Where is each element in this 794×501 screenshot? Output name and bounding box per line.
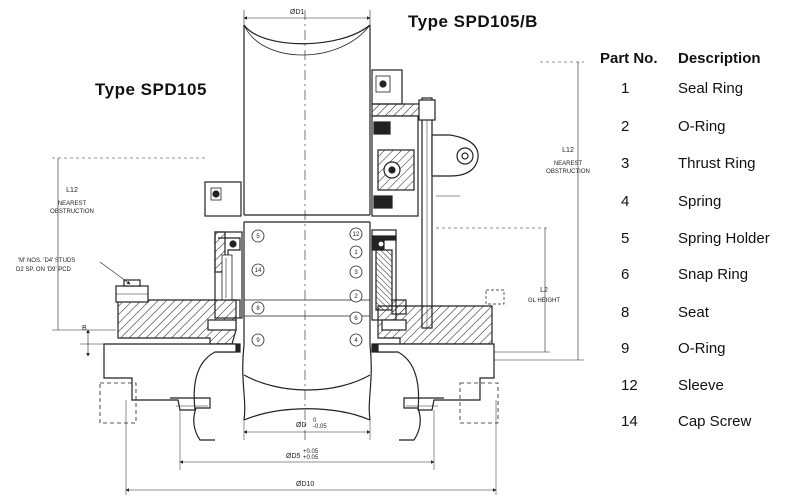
studs-note-line2: D2 SP. ON 'D9' PCD (16, 267, 72, 273)
od5-tol-bottom: +0.05 (303, 455, 319, 461)
part-row: 14 Cap Screw (600, 413, 790, 449)
gland-plate (115, 279, 505, 353)
callout-balloon: 6 (349, 311, 363, 325)
callout-balloon: 3 (349, 265, 363, 279)
part-number: 8 (621, 304, 630, 321)
l12-right-label: L12 (562, 147, 574, 154)
shaft (242, 24, 372, 421)
callout-balloon: 8 (251, 301, 265, 315)
part-row: 3 Thrust Ring (600, 155, 790, 191)
part-description: Snap Ring (678, 266, 749, 283)
part-description: Spring Holder (678, 230, 770, 247)
svg-text:5: 5 (256, 234, 260, 240)
part-row: 6 Snap Ring (600, 266, 790, 302)
svg-text:6: 6 (354, 316, 358, 322)
part-description: O-Ring (678, 118, 726, 135)
part-number: 3 (621, 155, 630, 172)
part-number: 6 (621, 266, 630, 283)
callouts-left: 5 14 8 9 (251, 229, 265, 347)
od-label: ØD (296, 422, 307, 429)
callout-balloon: 9 (251, 333, 265, 347)
part-row: 5 Spring Holder (600, 230, 790, 266)
part-number: 9 (621, 340, 630, 357)
l12-left-label: L12 (66, 187, 78, 194)
callout-balloon: 2 (349, 289, 363, 303)
drive-collar-left (204, 181, 242, 217)
part-description: Seat (678, 304, 709, 321)
callout-balloon: 5 (251, 229, 265, 243)
part-number: 12 (621, 377, 638, 394)
callout-balloon: 4 (349, 333, 363, 347)
part-description: Sleeve (678, 377, 724, 394)
b-label: B (82, 325, 87, 332)
callout-balloon: 12 (349, 227, 363, 241)
type-spd105-title: Type SPD105 (95, 80, 207, 99)
od5-tol-top: +0.05 (303, 449, 319, 455)
obstruction-right: OBSTRUCTION (546, 169, 590, 175)
part-row: 2 O-Ring (600, 118, 790, 154)
seal-cross-section-drawing: 5 14 8 9 12 1 (16, 9, 590, 495)
svg-text:9: 9 (256, 338, 260, 344)
part-number: 4 (621, 193, 630, 210)
svg-text:2: 2 (354, 294, 358, 300)
part-number: 1 (621, 80, 630, 97)
od10-label: ØD10 (296, 481, 314, 488)
dimension-labels: ØD1 ØD 0 -0.05 ØD5 +0.05 +0.05 ØD10 L12 … (16, 9, 590, 488)
part-number: 14 (621, 413, 638, 430)
obstruction-left: OBSTRUCTION (50, 209, 94, 215)
callouts-right: 12 1 3 2 6 4 (349, 227, 363, 347)
seal-chamber (99, 343, 499, 441)
part-row: 12 Sleeve (600, 377, 790, 413)
svg-text:12: 12 (353, 232, 360, 238)
part-row: 9 O-Ring (600, 340, 790, 376)
nearest-left: NEAREST (58, 201, 87, 207)
part-row: 4 Spring (600, 193, 790, 229)
svg-text:8: 8 (256, 306, 260, 312)
svg-text:1: 1 (354, 250, 358, 256)
svg-text:3: 3 (354, 270, 358, 276)
part-description: Cap Screw (678, 413, 752, 430)
svg-text:4: 4 (354, 338, 358, 344)
callout-balloon: 14 (251, 263, 265, 277)
gl-height-label: GL HEIGHT (528, 298, 560, 304)
part-description: Seal Ring (678, 80, 744, 97)
part-number: 2 (621, 118, 630, 135)
part-number: 5 (621, 230, 630, 247)
od-tol-top: 0 (313, 418, 317, 424)
svg-text:14: 14 (255, 268, 262, 274)
part-description: Thrust Ring (678, 155, 756, 172)
callout-balloon: 1 (349, 245, 363, 259)
part-row: 8 Seat (600, 304, 790, 340)
description-header: Description (678, 50, 761, 67)
nearest-right: NEAREST (554, 161, 583, 167)
part-no-header: Part No. (600, 50, 658, 67)
type-spd105b-title: Type SPD105/B (408, 12, 538, 31)
part-description: Spring (678, 193, 722, 210)
od5-label: ØD5 (286, 453, 301, 460)
drive-collar-right (371, 69, 479, 329)
od-tol-bottom: -0.05 (313, 424, 327, 430)
od1-label: ØD1 (290, 9, 305, 16)
part-row: 1 Seal Ring (600, 80, 790, 116)
part-description: O-Ring (678, 340, 726, 357)
studs-note-line1: 'M' NOS. 'D4' STUDS (18, 258, 75, 264)
l2-label: L2 (540, 287, 548, 294)
